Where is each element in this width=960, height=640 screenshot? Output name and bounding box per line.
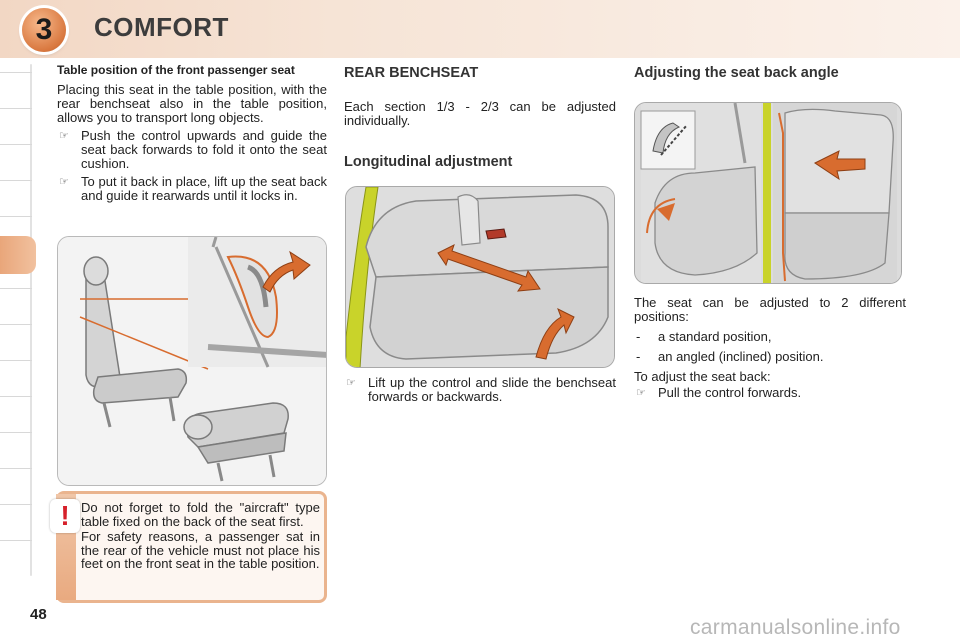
tab-divider [0, 108, 32, 109]
benchseat-instruction: ☞ Lift up the control and slide the benc… [344, 376, 616, 404]
instruction-text: To put it back in place, lift up the sea… [81, 174, 327, 203]
section-intro: Placing this seat in the table position,… [57, 82, 327, 125]
position-text: an angled (inclined) position. [658, 349, 824, 364]
warning-text: Do not forget to fold the "aircraft" typ… [81, 501, 320, 571]
active-chapter-tab[interactable] [0, 236, 36, 274]
position-text: a standard position, [658, 329, 772, 344]
tab-divider [0, 540, 32, 541]
seat-back-angle-section: Adjusting the seat back angle [634, 64, 906, 82]
instruction-item: ☞ Lift up the control and slide the benc… [344, 376, 616, 404]
front-seat-table-section: Table position of the front passenger se… [57, 64, 327, 203]
chapter-tab-strip [0, 64, 36, 576]
instruction-item: ☞ Push the control upwards and guide the… [57, 129, 327, 171]
page-number: 48 [30, 606, 47, 623]
section-intro: Each section 1/3 - 2/3 can be adjusted i… [344, 99, 616, 128]
section-intro: The seat can be adjusted to 2 different … [634, 295, 906, 324]
pointing-hand-icon: ☞ [59, 130, 69, 142]
exclamation-icon: ! [50, 499, 80, 533]
pointing-hand-icon: ☞ [59, 176, 69, 188]
seat-back-angle-text: The seat can be adjusted to 2 different … [634, 296, 906, 400]
position-option: - a standard position, [634, 330, 906, 344]
instruction-lead: To adjust the seat back: [634, 369, 771, 384]
tab-divider [0, 504, 32, 505]
section-heading: Adjusting the seat back angle [634, 65, 839, 81]
tab-divider [0, 324, 32, 325]
instruction-text: Push the control upwards and guide the s… [81, 128, 327, 171]
front-seat-table-illustration [57, 236, 327, 486]
subsection-heading: Longitudinal adjustment [344, 154, 513, 170]
tab-divider [0, 72, 32, 73]
section-heading: REAR BENCHSEAT [344, 65, 479, 81]
position-option: - an angled (inclined) position. [634, 350, 906, 364]
instruction-text: Pull the control forwards. [658, 385, 802, 400]
tab-divider [0, 180, 32, 181]
section-heading: Table position of the front passenger se… [57, 63, 295, 77]
pointing-hand-icon: ☞ [346, 377, 356, 389]
tab-divider [0, 360, 32, 361]
warning-paragraph: For safety reasons, a passenger sat in t… [81, 529, 320, 571]
benchseat-slide-illustration [345, 186, 615, 368]
instruction-text: Lift up the control and slide the benchs… [368, 375, 616, 404]
rear-benchseat-section: REAR BENCHSEAT Each section 1/3 - 2/3 ca… [344, 64, 616, 171]
site-watermark: carmanualsonline.info [690, 616, 901, 639]
instruction-item: ☞ To put it back in place, lift up the s… [57, 175, 327, 203]
tab-divider [0, 396, 32, 397]
instruction-item: ☞ Pull the control forwards. [634, 386, 906, 400]
pointing-hand-icon: ☞ [636, 387, 646, 399]
chapter-header: 3 COMFORT [0, 0, 960, 58]
tab-divider [0, 144, 32, 145]
chapter-title: COMFORT [94, 12, 229, 42]
tab-rail [30, 64, 32, 576]
dash-marker: - [636, 329, 641, 344]
tab-divider [0, 432, 32, 433]
dash-marker: - [636, 349, 641, 364]
warning-paragraph: Do not forget to fold the "aircraft" typ… [81, 500, 320, 529]
tab-divider [0, 468, 32, 469]
seat-back-angle-illustration [634, 102, 902, 284]
tab-divider [0, 288, 32, 289]
tab-divider [0, 216, 32, 217]
chapter-number-badge: 3 [22, 8, 66, 52]
